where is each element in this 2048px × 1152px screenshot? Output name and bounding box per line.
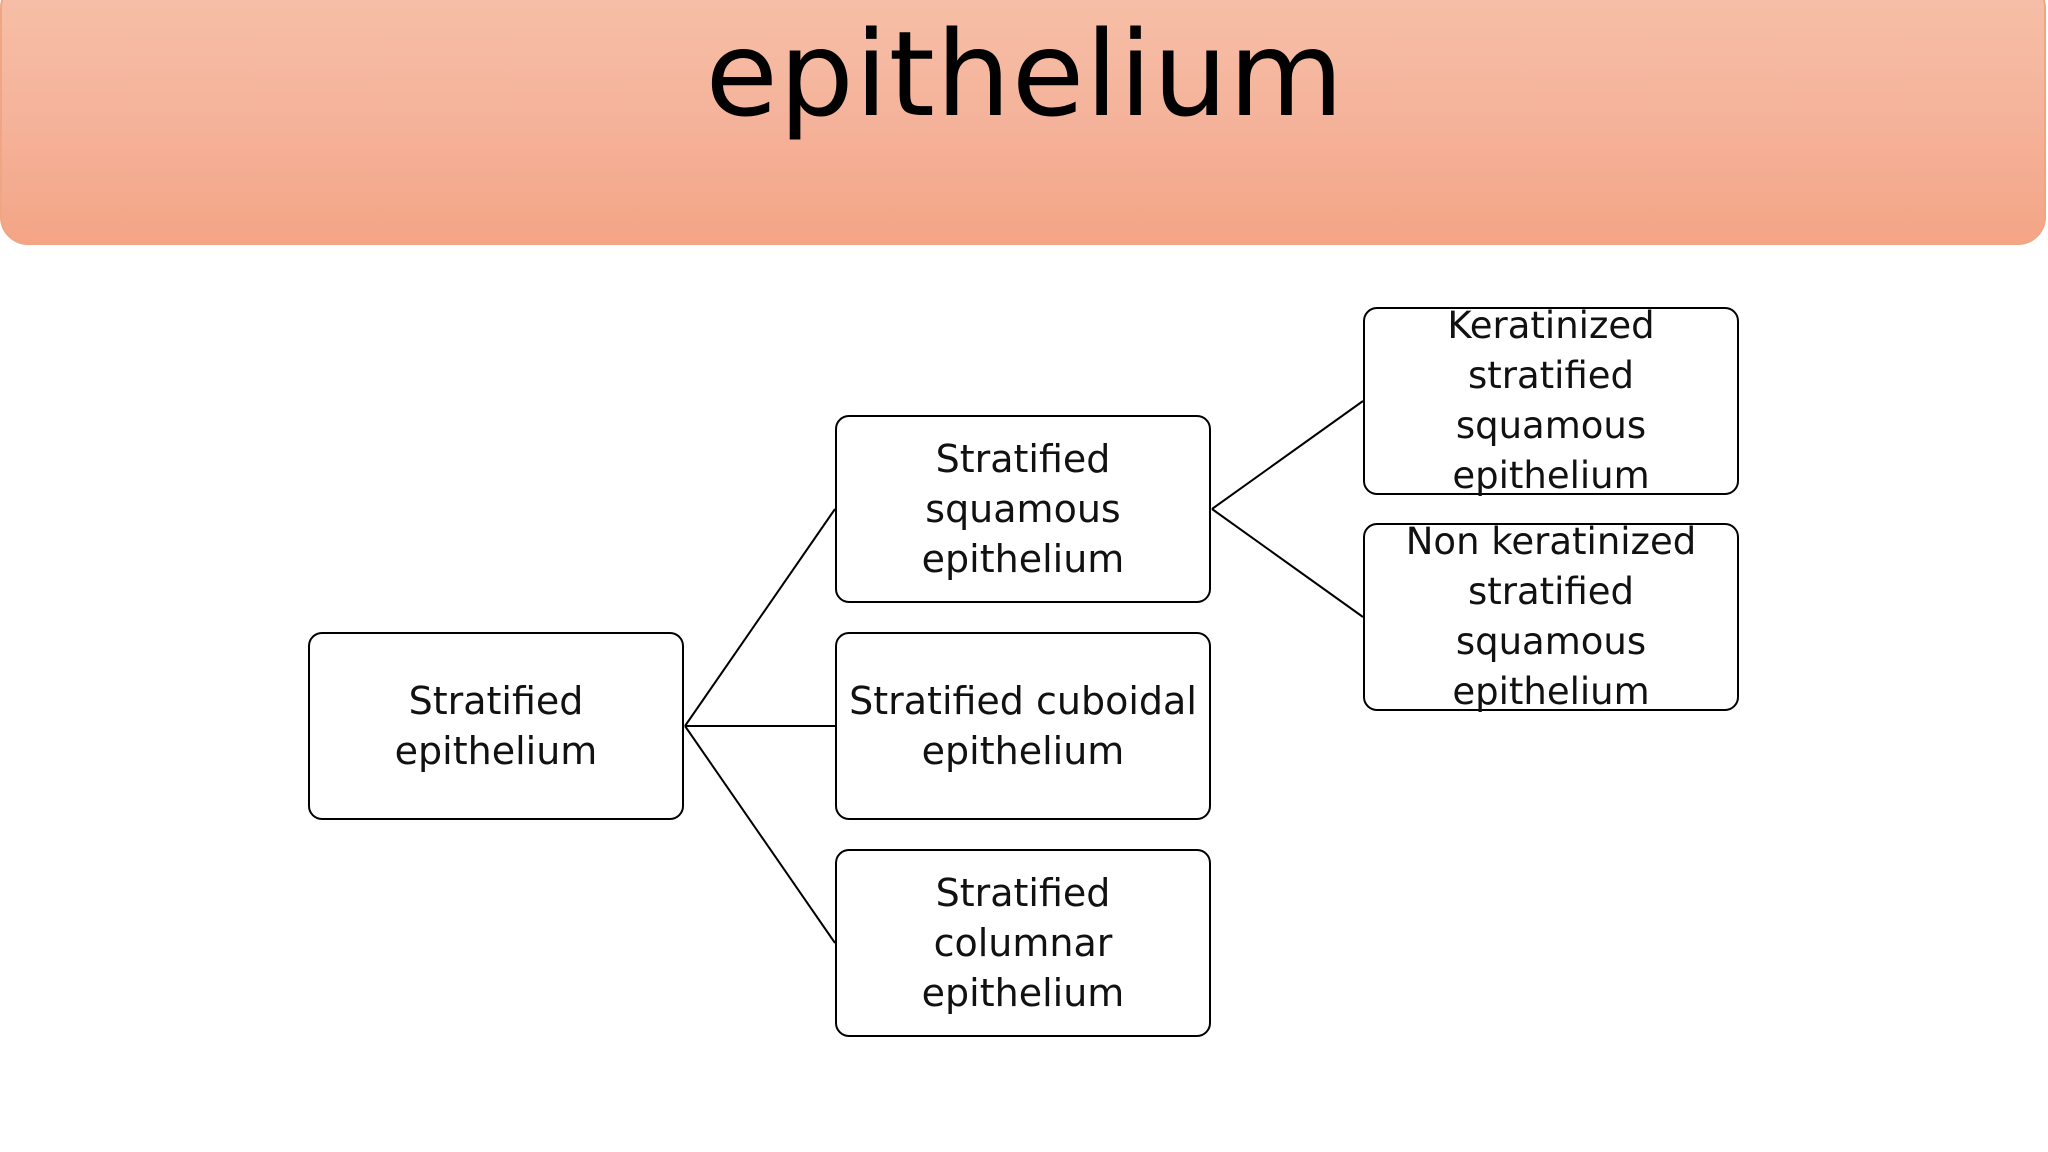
connector-root-squamous bbox=[684, 508, 836, 727]
connector-squamous-keratinized bbox=[1211, 400, 1364, 510]
slide-title: Classification of stratified epithelium bbox=[262, 0, 1788, 143]
connector-squamous-nonkeratinized bbox=[1211, 508, 1364, 618]
node-stratified-epithelium: Stratified epithelium bbox=[308, 632, 684, 820]
connector-root-columnar bbox=[684, 725, 836, 944]
node-stratified-squamous-epithelium: Stratified squamous epithelium bbox=[835, 415, 1211, 603]
node-non-keratinized-stratified-squamous-epithelium: Non keratinized stratified squamous epit… bbox=[1363, 520, 1739, 713]
node-stratified-columnar-epithelium: Stratified columnar epithelium bbox=[835, 849, 1211, 1037]
node-keratinized-stratified-squamous-epithelium: Keratinized stratified squamous epitheli… bbox=[1363, 304, 1739, 497]
node-stratified-cuboidal-epithelium: Stratified cuboidal epithelium bbox=[835, 632, 1211, 820]
title-banner: Classification of stratified epithelium bbox=[0, 0, 2046, 245]
